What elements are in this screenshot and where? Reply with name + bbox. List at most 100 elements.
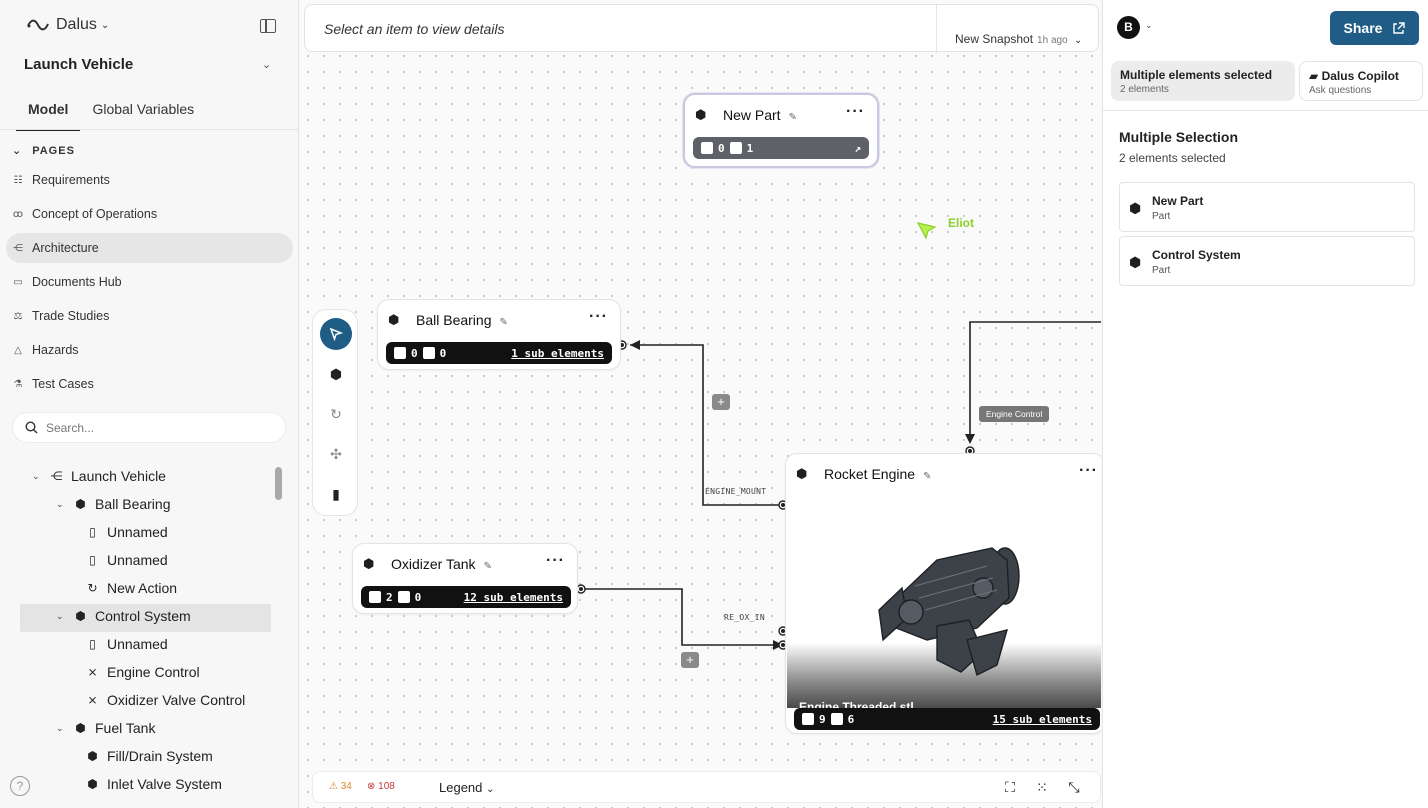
edit-icon[interactable]: ✎ [499,317,508,328]
part-icon: ⬢ [87,777,98,791]
selected-item-name: Control System [1152,248,1241,262]
sidebar-tabs: Model Global Variables [16,96,206,131]
edit-icon[interactable]: ✎ [483,561,492,572]
more-options-icon[interactable]: ··· [546,552,565,569]
tree-label: Unnamed [107,636,168,652]
node-stats-pill: 2 0 12 sub elements [361,586,571,608]
chevron-down-icon[interactable]: ⌄ [56,498,64,509]
chevron-down-icon[interactable]: ⌄ [56,722,64,733]
auto-layout-icon[interactable]: ⤡ [1068,779,1080,795]
more-options-icon[interactable]: ··· [589,308,608,325]
tree-item-launch-vehicle[interactable]: ⌄⋲Launch Vehicle [32,462,166,490]
tab-model[interactable]: Model [16,96,81,131]
tree-scrollbar[interactable] [275,467,282,500]
selected-item-card[interactable]: ⬢ New Part Part [1119,182,1415,232]
tree-label: Ball Bearing [95,496,171,512]
tree-item-fill-drain-system[interactable]: ⬢Fill/Drain System [86,742,213,770]
add-connection-button[interactable]: + [681,652,699,668]
architecture-canvas[interactable]: Select an item to view details New Snaps… [300,0,1101,808]
chevron-down-icon[interactable]: ⌄ [32,470,40,481]
node-oxidizer-tank[interactable]: ⬢ Oxidizer Tank✎ ··· 2 0 12 sub elements [352,543,578,614]
chevron-down-icon[interactable]: ⌄ [56,610,64,621]
tab-global-variables[interactable]: Global Variables [92,101,195,117]
fit-view-icon[interactable]: ⛶ [1005,779,1015,795]
edit-icon[interactable]: ✎ [788,112,797,123]
cad-model-preview[interactable]: Engine Threaded.stl STL [787,490,1101,729]
rocket-engine-model [878,547,1020,677]
avatar[interactable]: B [1117,16,1140,39]
req-count: 2 [386,590,393,604]
add-action-tool-icon[interactable]: ↻ [330,405,342,422]
tree-item-control-system[interactable]: ⌄⬢Control System [56,602,191,630]
brand-menu[interactable]: Dalus ⌄ [26,16,109,34]
page-test-cases[interactable]: ⚗ Test Cases [6,369,293,399]
tree-item-fuel-tank[interactable]: ⌄⬢Fuel Tank [56,714,155,742]
tab-selection-details[interactable]: Multiple elements selected 2 elements [1111,61,1295,101]
chevron-down-icon[interactable]: ⌄ [262,59,272,71]
tree-item-unnamed[interactable]: ▯Unnamed [86,546,168,574]
tree-label: Control System [95,608,191,624]
edge-label-engine-control[interactable]: Engine Control [979,406,1050,422]
sidebar-toggle-icon[interactable] [260,19,276,33]
node-title: Oxidizer Tank✎ [391,556,492,572]
grid-toggle-icon[interactable]: ⁙ [1036,779,1048,795]
tree-item-inlet-valve-system[interactable]: ⬢Inlet Valve System [86,770,222,798]
page-architecture[interactable]: ⋲Architecture [6,233,293,263]
tree-item-unnamed[interactable]: ▯Unnamed [86,518,168,546]
node-ball-bearing[interactable]: ⬢ Ball Bearing✎ ··· 0 0 1 sub elements [377,299,621,370]
node-rocket-engine[interactable]: ⬢ Rocket Engine✎ ··· Engine Threaded.stl [785,453,1101,734]
warnings-indicator[interactable]: ⚠ 34 [329,781,352,792]
requirements-icon [394,347,406,359]
requirements-icon [701,142,713,154]
page-trade-studies[interactable]: ⚖Trade Studies [6,301,293,331]
page-documents-hub[interactable]: ▭Documents Hub [6,267,293,297]
share-button[interactable]: Share [1330,11,1419,45]
tree-item-new-action[interactable]: ↻New Action [86,574,177,602]
legend-button[interactable]: Legend ⌄ [439,780,494,795]
add-interface-tool-icon[interactable]: ✣ [330,445,342,462]
warning-icon: ⚠ [329,781,338,792]
select-tool-icon[interactable] [320,318,352,350]
page-label: Test Cases [32,377,94,391]
requirements-icon: ☷ [13,174,23,186]
page-requirements[interactable]: ☷Requirements [6,165,293,195]
node-title-text: Rocket Engine [824,466,916,482]
pages-section-header[interactable]: ⌄ PAGES [12,144,75,158]
tree-item-ball-bearing[interactable]: ⌄⬢Ball Bearing [56,490,171,518]
open-icon[interactable]: ↗ [854,141,861,155]
selection-hint: Select an item to view details [324,21,505,37]
part-icon: ⬢ [1129,254,1142,270]
more-options-icon[interactable]: ··· [846,103,865,120]
chevron-down-icon[interactable]: ⌄ [1145,20,1153,30]
sub-elements-link[interactable]: 1 sub elements [511,346,604,360]
part-icon: ⬢ [87,749,98,763]
selected-item-card[interactable]: ⬢ Control System Part [1119,236,1415,286]
add-connection-button[interactable]: + [712,394,730,410]
search-input[interactable]: Search... [12,412,286,443]
chevron-down-icon: ⌄ [1073,35,1083,46]
sub-elements-link[interactable]: 12 sub elements [463,590,563,604]
errors-indicator[interactable]: ⊗ 108 [367,781,395,792]
tree-item-engine-control[interactable]: ⨯Engine Control [86,658,200,686]
sub-elements-link[interactable]: 15 sub elements [992,712,1092,726]
tab-dalus-copilot[interactable]: ▰ Dalus Copilot Ask questions [1299,61,1423,101]
page-hazards[interactable]: △Hazards [6,335,293,365]
flask-icon: ⚗ [13,378,23,390]
add-document-tool-icon[interactable]: ▮ [332,485,340,502]
part-icon: ⬢ [75,721,86,735]
project-title[interactable]: Launch Vehicle [24,56,134,73]
tree-item-oxidizer-valve-control[interactable]: ⨯Oxidizer Valve Control [86,686,245,714]
tree-item-unnamed[interactable]: ▯Unnamed [86,630,168,658]
help-icon[interactable]: ? [10,776,30,796]
tab-subtitle: Ask questions [1309,85,1372,96]
legend-label: Legend [439,780,483,795]
tree-label: Engine Control [107,664,200,680]
more-options-icon[interactable]: ··· [1079,462,1098,479]
selected-item-type: Part [1152,265,1171,276]
edit-icon[interactable]: ✎ [923,471,932,482]
node-new-part[interactable]: ⬢ New Part✎ ··· 0 1 ↗ [683,93,879,168]
part-icon: ⬢ [363,556,375,571]
add-part-tool-icon[interactable]: ⬢ [329,365,343,382]
